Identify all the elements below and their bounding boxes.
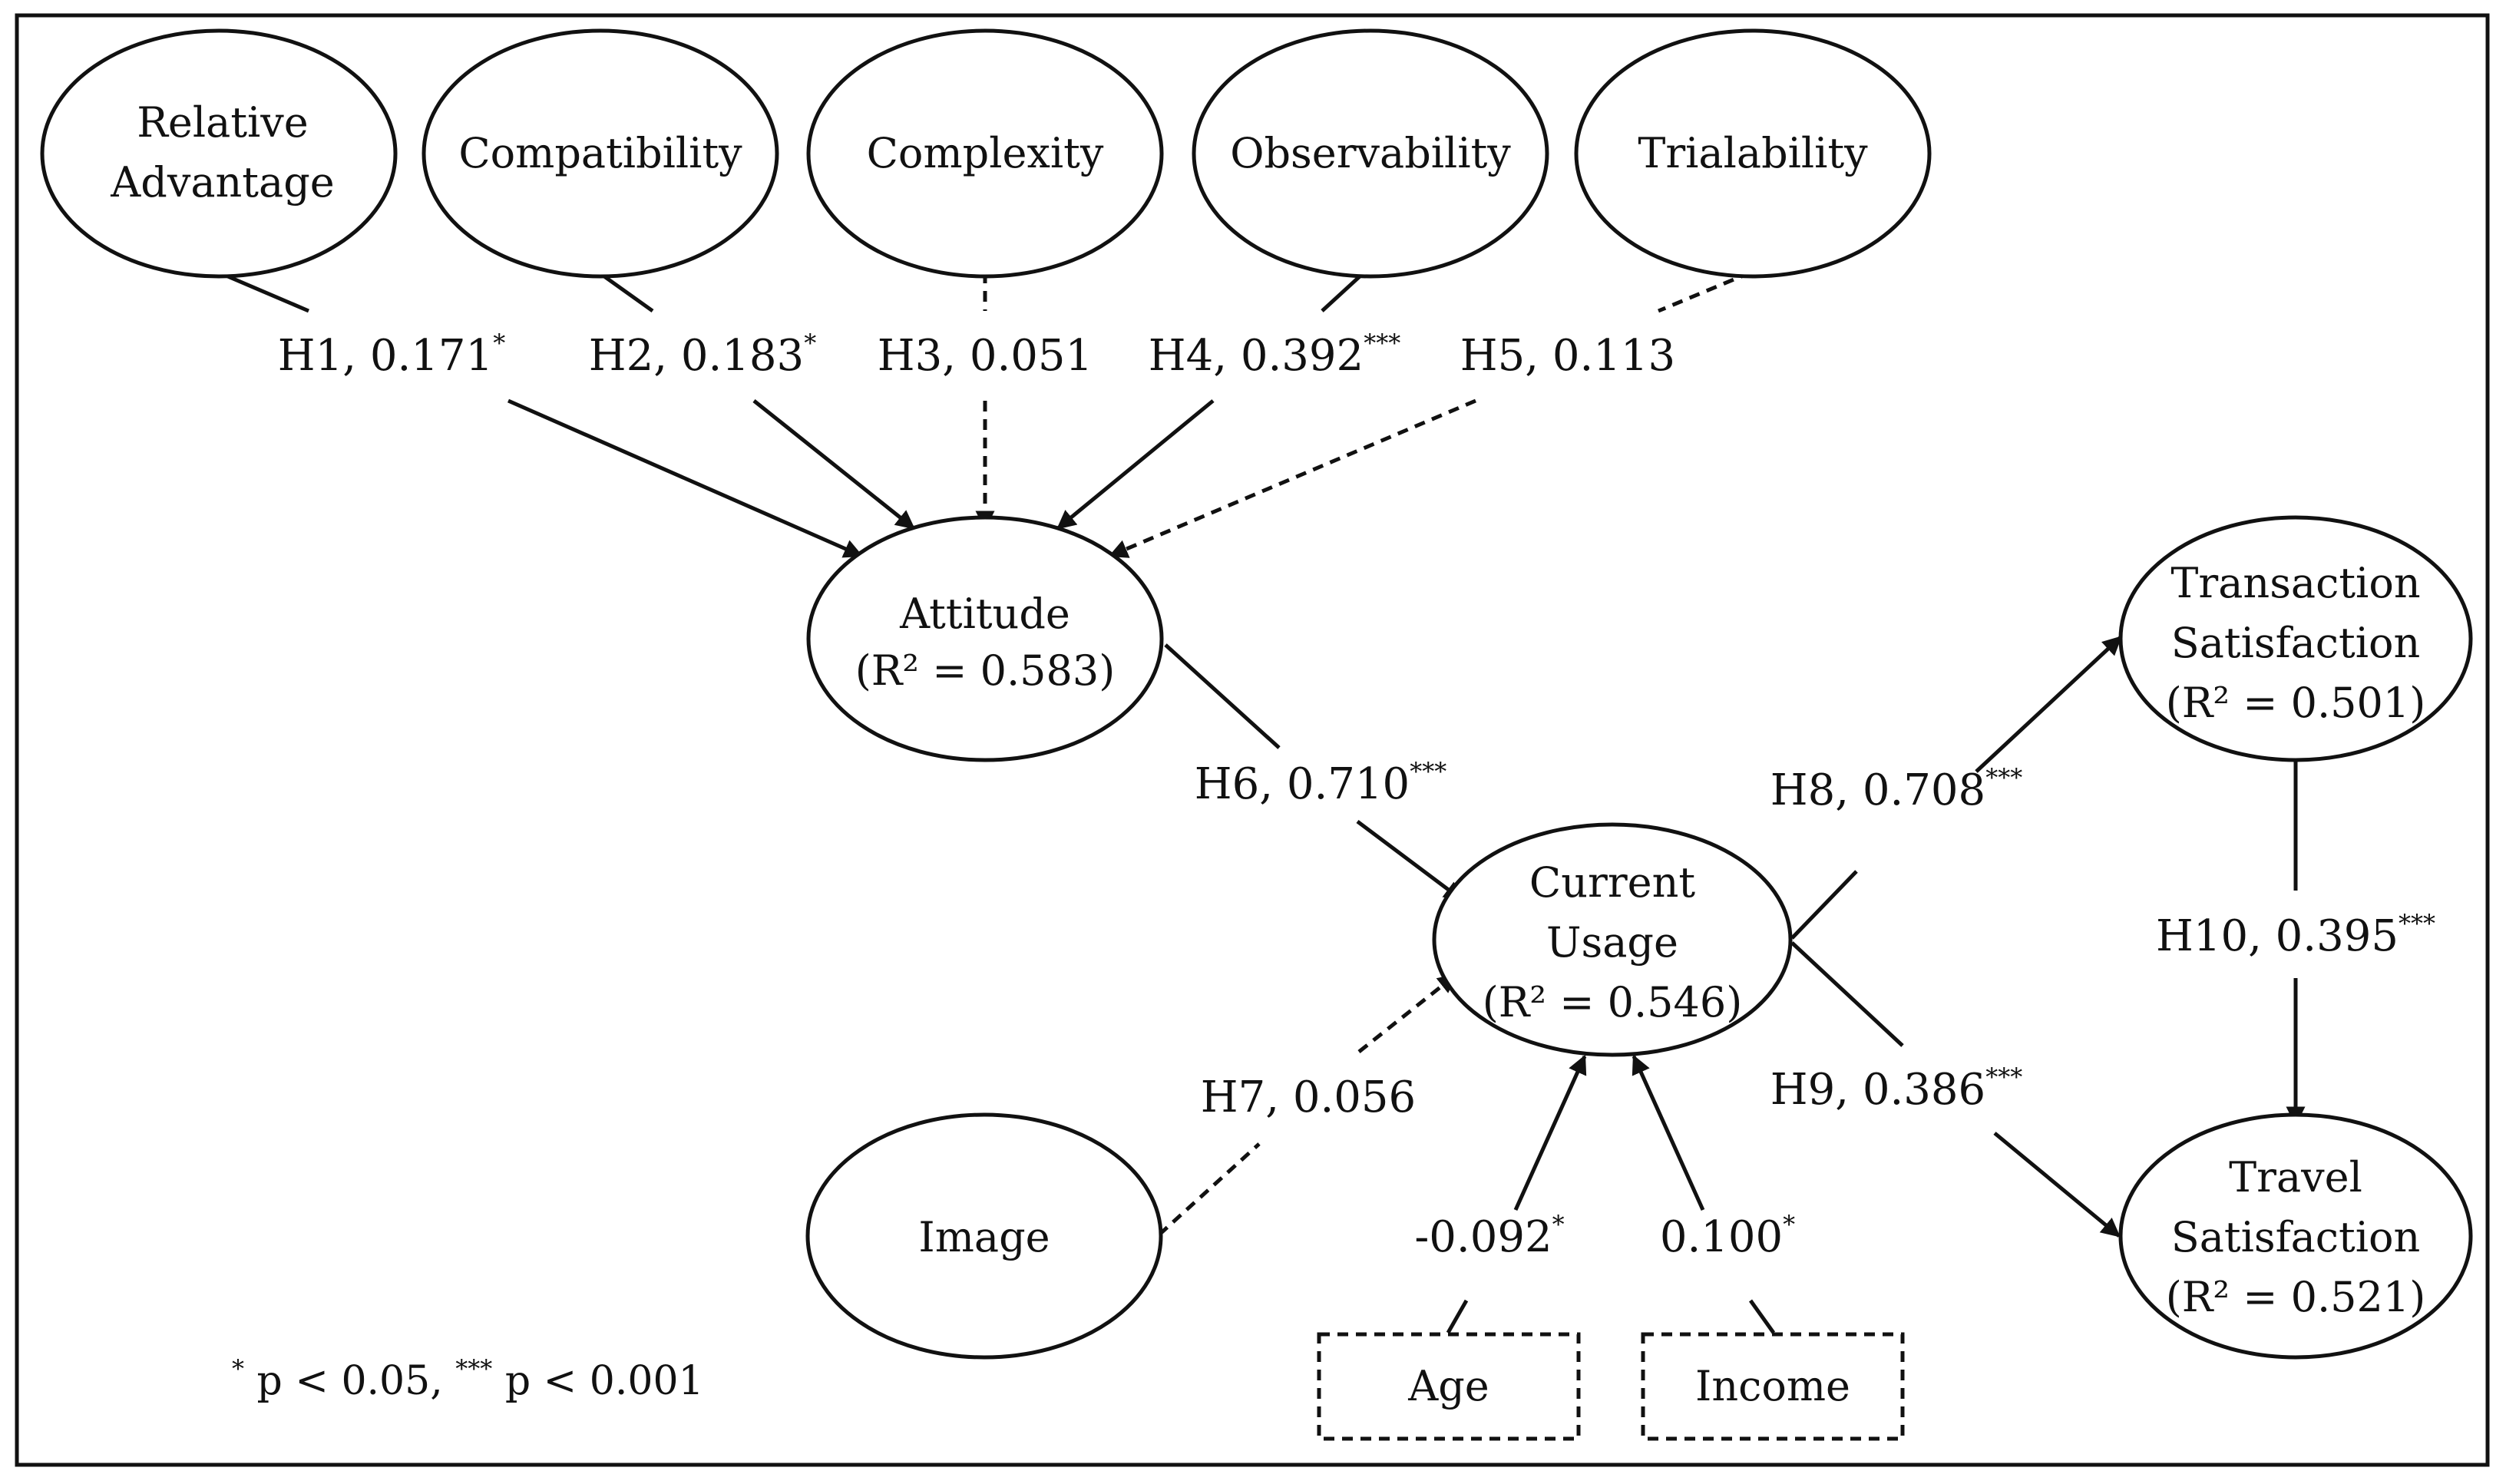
edge-label-h4: H4, 0.392*** — [1149, 329, 1400, 381]
node-travel-satisfaction: Travel Satisfaction (R² = 0.521) — [2118, 1112, 2473, 1360]
node-income-label: Income — [1695, 1362, 1850, 1410]
node-current-usage-r2: (R² = 0.546) — [1483, 978, 1743, 1026]
node-transaction-satisfaction-label-1: Transaction — [2170, 559, 2420, 607]
node-transaction-satisfaction-r2: (R² = 0.501) — [2166, 679, 2426, 727]
node-travel-satisfaction-label-2: Satisfaction — [2171, 1213, 2421, 1261]
node-image-shape — [805, 1112, 1163, 1360]
edge-label-h3: H3, 0.051 — [878, 331, 1093, 381]
edge-label-income: 0.100* — [1660, 1210, 1795, 1262]
node-age: Age — [1317, 1332, 1581, 1441]
node-attitude: Attitude (R² = 0.583) — [806, 515, 1164, 762]
edge-h5-upper — [1658, 270, 1751, 313]
node-transaction-satisfaction: Transaction Satisfaction (R² = 0.501) — [2118, 515, 2473, 762]
significance-legend: * p < 0.05, *** p < 0.001 — [232, 1354, 704, 1404]
node-income-shape — [1641, 1332, 1905, 1441]
edge-h4-lower — [1056, 399, 1215, 530]
node-age-shape — [1317, 1332, 1581, 1441]
node-trialability-label: Trialability — [1638, 129, 1868, 177]
edge-h6-lower — [1356, 820, 1463, 901]
node-travel-satisfaction-label-1: Travel — [2229, 1153, 2362, 1201]
node-observability-label: Observability — [1230, 129, 1511, 177]
node-complexity: Complexity — [806, 28, 1164, 279]
edge-h8-upper — [1975, 636, 2122, 773]
diagram-frame — [15, 13, 2490, 1467]
edge-label-h5: H5, 0.113 — [1460, 331, 1675, 381]
node-transaction-satisfaction-shape — [2118, 515, 2473, 762]
node-trialability: Trialability — [1574, 28, 1932, 279]
node-travel-satisfaction-shape — [2118, 1112, 2473, 1360]
edge-h5-lower — [1108, 398, 1476, 558]
node-relative-advantage: Relative Advantage — [40, 28, 398, 279]
node-relative-advantage-label-2: Advantage — [110, 158, 334, 207]
edge-h9-lower — [1993, 1132, 2121, 1238]
edge-h8-lower — [1790, 870, 1858, 940]
node-travel-satisfaction-r2: (R² = 0.521) — [2166, 1273, 2426, 1321]
edge-label-h9: H9, 0.386*** — [1770, 1063, 2022, 1115]
node-observability: Observability — [1192, 28, 1549, 279]
node-relative-advantage-label-1: Relative — [137, 98, 309, 147]
node-relative-advantage-shape — [40, 28, 398, 279]
node-compatibility-label: Compatibility — [458, 129, 742, 177]
edge-income-lower — [1748, 1299, 1776, 1334]
edge-h6-upper — [1164, 643, 1281, 749]
node-trialability-shape — [1574, 28, 1932, 279]
edge-h1-lower — [507, 398, 864, 558]
node-image-label: Image — [918, 1213, 1050, 1261]
edges — [218, 267, 2306, 1334]
node-attitude-r2: (R² = 0.583) — [855, 646, 1116, 695]
node-compatibility: Compatibility — [422, 28, 779, 279]
edge-h7-lower — [1158, 1142, 1261, 1236]
node-age-label: Age — [1407, 1362, 1489, 1410]
edge-h2-upper — [597, 270, 654, 313]
edge-income-upper — [1632, 1054, 1705, 1211]
edge-h2-lower — [752, 399, 915, 530]
node-transaction-satisfaction-label-2: Satisfaction — [2171, 619, 2421, 667]
node-current-usage-label-2: Usage — [1546, 918, 1678, 967]
node-compatibility-shape — [422, 28, 779, 279]
node-image: Image — [805, 1112, 1163, 1360]
edge-label-h8: H8, 0.708*** — [1770, 763, 2022, 815]
edge-label-h10: H10, 0.395*** — [2156, 909, 2435, 961]
edge-h7-upper — [1357, 973, 1457, 1053]
node-attitude-label: Attitude — [899, 590, 1070, 638]
edge-h1-upper — [218, 270, 309, 313]
edge-labels: H1, 0.171* H2, 0.183* H3, 0.051 H4, 0.39… — [278, 329, 2435, 1262]
edge-label-h6: H6, 0.710*** — [1195, 757, 1446, 809]
edge-age-upper — [1513, 1054, 1587, 1211]
node-complexity-shape — [806, 28, 1164, 279]
node-attitude-shape — [806, 515, 1164, 762]
node-current-usage-shape — [1432, 822, 1793, 1057]
edge-label-age: -0.092* — [1414, 1210, 1564, 1262]
node-current-usage: Current Usage (R² = 0.546) — [1432, 822, 1793, 1057]
node-current-usage-label-1: Current — [1529, 858, 1695, 907]
node-complexity-label: Complexity — [867, 129, 1104, 177]
edge-h9-upper — [1790, 941, 1904, 1047]
node-observability-shape — [1192, 28, 1549, 279]
edge-label-h2: H2, 0.183* — [589, 329, 816, 381]
edge-age-lower — [1446, 1299, 1469, 1334]
node-income: Income — [1641, 1332, 1905, 1441]
edge-label-h7: H7, 0.056 — [1201, 1073, 1416, 1122]
edge-label-h1: H1, 0.171* — [278, 329, 505, 381]
